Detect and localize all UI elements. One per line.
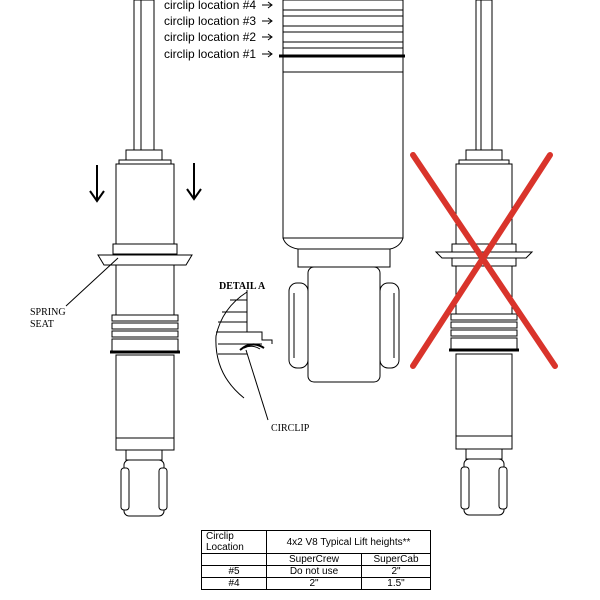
table-header-spacer xyxy=(266,530,431,532)
down-arrow-right xyxy=(186,163,202,201)
table-cell-supercab: 2" xyxy=(361,565,431,578)
red-x-icon xyxy=(410,152,558,369)
table-subheader-supercrew: SuperCrew xyxy=(266,553,362,566)
table-cell-location: #4 xyxy=(201,577,267,590)
center-shock xyxy=(262,0,405,383)
table-row: #5 Do not use 2" xyxy=(201,565,431,578)
table-row: #4 2" 1.5" xyxy=(201,577,431,590)
label-detail-a: DETAIL A xyxy=(219,281,266,292)
table-header-line1: Circlip xyxy=(206,531,234,542)
label-circlip-location-3: circlip location #3 xyxy=(164,14,256,28)
table-cell-supercrew: Do not use xyxy=(266,565,362,578)
detail-a xyxy=(215,290,273,421)
down-arrow-left xyxy=(89,165,105,203)
table-cell-supercab: 1.5" xyxy=(361,577,431,590)
table-subheader-empty xyxy=(201,553,267,566)
table-header-title: 4x2 V8 Typical Lift heights** xyxy=(266,531,431,555)
label-circlip-location-1: circlip location #1 xyxy=(164,47,256,61)
spring-seat-leader xyxy=(65,257,119,307)
left-shock xyxy=(65,0,202,517)
circlip-arrows xyxy=(262,1,273,58)
label-circlip: CIRCLIP xyxy=(271,423,310,434)
table-header-location: Circlip Location xyxy=(201,530,267,554)
label-spring: SPRING xyxy=(30,307,66,318)
table-cell-location: #5 xyxy=(201,565,267,578)
lift-height-table: Circlip Location 4x2 V8 Typical Lift hei… xyxy=(201,530,431,590)
table-subheader-supercab: SuperCab xyxy=(361,553,431,566)
right-shock xyxy=(434,0,534,516)
label-seat: SEAT xyxy=(30,319,54,330)
label-circlip-location-4: circlip location #4 xyxy=(164,0,256,12)
table-cell-supercrew: 2" xyxy=(266,577,362,590)
table-header-line2: Location xyxy=(206,542,244,553)
circlip-leader xyxy=(245,349,269,421)
label-circlip-location-2: circlip location #2 xyxy=(164,30,256,44)
spring-seat xyxy=(97,254,193,266)
